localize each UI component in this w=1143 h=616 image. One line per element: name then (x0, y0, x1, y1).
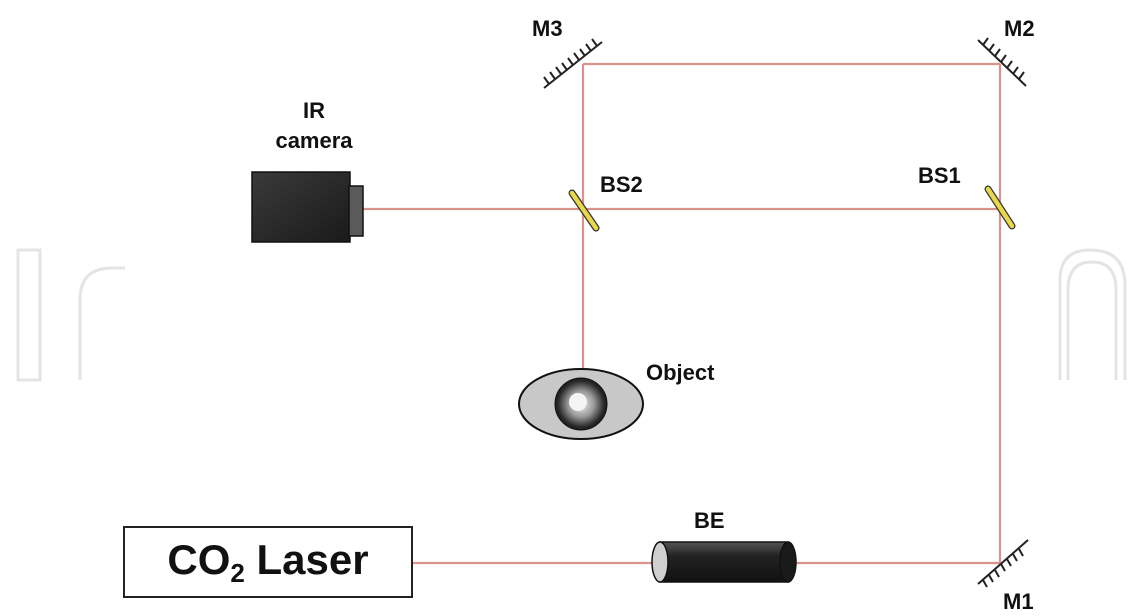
co2-laser-box: CO2 Laser (123, 526, 413, 598)
label-ir-camera-line1: IR (303, 98, 325, 123)
mirror-m2 (977, 37, 1027, 87)
label-m1: M1 (1003, 589, 1034, 614)
label-bs2: BS2 (600, 172, 643, 197)
label-be: BE (694, 508, 725, 533)
laser-label-suffix: Laser (244, 535, 369, 583)
co2-laser-label: CO2 Laser (167, 536, 368, 589)
label-object: Object (646, 360, 715, 385)
laser-label-main: CO (167, 535, 231, 583)
label-bs1: BS1 (918, 163, 961, 188)
ir-camera (251, 171, 364, 243)
mirror-m3 (543, 38, 603, 89)
mirror-m1 (977, 539, 1029, 588)
watermark (16, 248, 1127, 382)
beamsplitter-bs1 (984, 185, 1016, 230)
label-ir-camera: IR camera (264, 96, 364, 156)
label-ir-camera-line2: camera (275, 128, 353, 153)
beam-expander (651, 541, 797, 583)
label-m2: M2 (1004, 16, 1035, 41)
laser-label-subscript: 2 (230, 557, 245, 588)
beam-paths (363, 62, 1002, 565)
object-icon (518, 368, 644, 440)
beamsplitter-bs2 (568, 189, 600, 232)
label-m3: M3 (532, 16, 563, 41)
